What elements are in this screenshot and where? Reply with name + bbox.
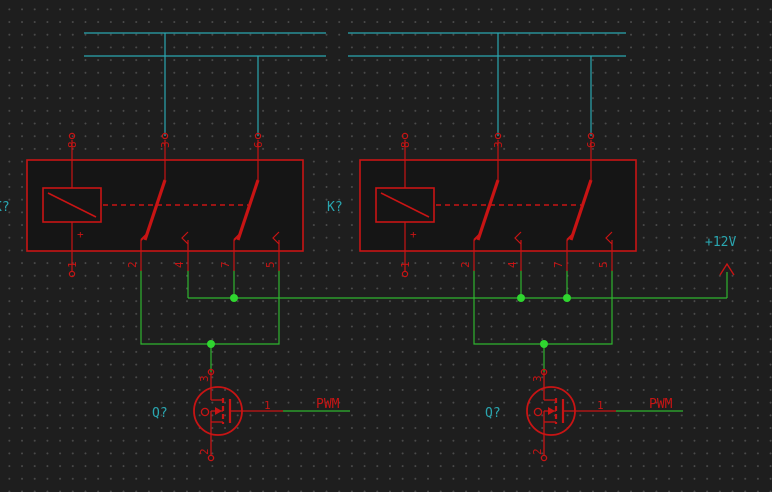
pin-number: 5 [597,261,610,268]
relay-switch-a [143,179,167,241]
relay-left[interactable]: 8 3 6 1 2 4 7 5 + K? [0,132,304,278]
pin-number: 2 [531,448,544,455]
pin-number: 3 [492,141,505,148]
coil-polarity: + [77,228,84,241]
pin-number: 3 [159,141,172,148]
junction-dot[interactable] [517,294,525,302]
pin-number: 5 [264,261,277,268]
top-bus-right[interactable] [348,32,626,136]
pin-number: 8 [66,141,79,148]
relay-right[interactable]: 8 3 6 1 2 4 7 5 + K? [327,132,637,278]
pin-number: 1 [66,261,79,268]
pin-number: 4 [173,261,186,268]
pin-number: 7 [552,261,565,268]
mosfet-reference[interactable]: Q? [152,406,168,421]
relay-switch-a [476,179,500,241]
pin-number: 2 [459,261,472,268]
relay-switch-b [569,179,593,241]
pin-number: 8 [399,141,412,148]
pin-number: 7 [219,261,232,268]
power-label: +12V [705,235,736,250]
net-label-pwm[interactable]: PWM [649,397,673,412]
relay-reference[interactable]: K? [327,200,343,215]
mosfet-reference[interactable]: Q? [485,406,501,421]
wire-left-contacts[interactable] [140,270,280,345]
pin-number: 2 [198,448,211,455]
net-label-pwm[interactable]: PWM [316,397,340,412]
junction-dot[interactable] [563,294,571,302]
relay-coil [42,187,102,223]
mosfet-left[interactable]: 3 2 1 Q? PWM [152,368,340,462]
pin-number: 1 [399,261,412,268]
relay-reference[interactable]: K? [0,200,10,215]
relay-switch-b [236,179,260,241]
pin-number: 6 [585,141,598,148]
pin-number: 2 [126,261,139,268]
power-arrow-icon [719,262,735,276]
junction-dot[interactable] [207,340,215,348]
pin-number: 1 [264,399,271,412]
junctions [207,294,571,348]
junction-dot[interactable] [540,340,548,348]
pin-number: 1 [597,399,604,412]
relay-coil [375,187,435,223]
pin-number: 3 [198,375,211,382]
wire-right-contacts[interactable] [473,270,613,345]
pin-number: 3 [531,375,544,382]
top-bus-left[interactable] [84,32,326,136]
pin-number: 6 [252,141,265,148]
mosfet-right[interactable]: 3 2 1 Q? PWM [485,368,673,462]
junction-dot[interactable] [230,294,238,302]
coil-polarity: + [410,228,417,241]
power-12v-symbol[interactable]: +12V [705,235,736,276]
pin-number: 4 [506,261,519,268]
